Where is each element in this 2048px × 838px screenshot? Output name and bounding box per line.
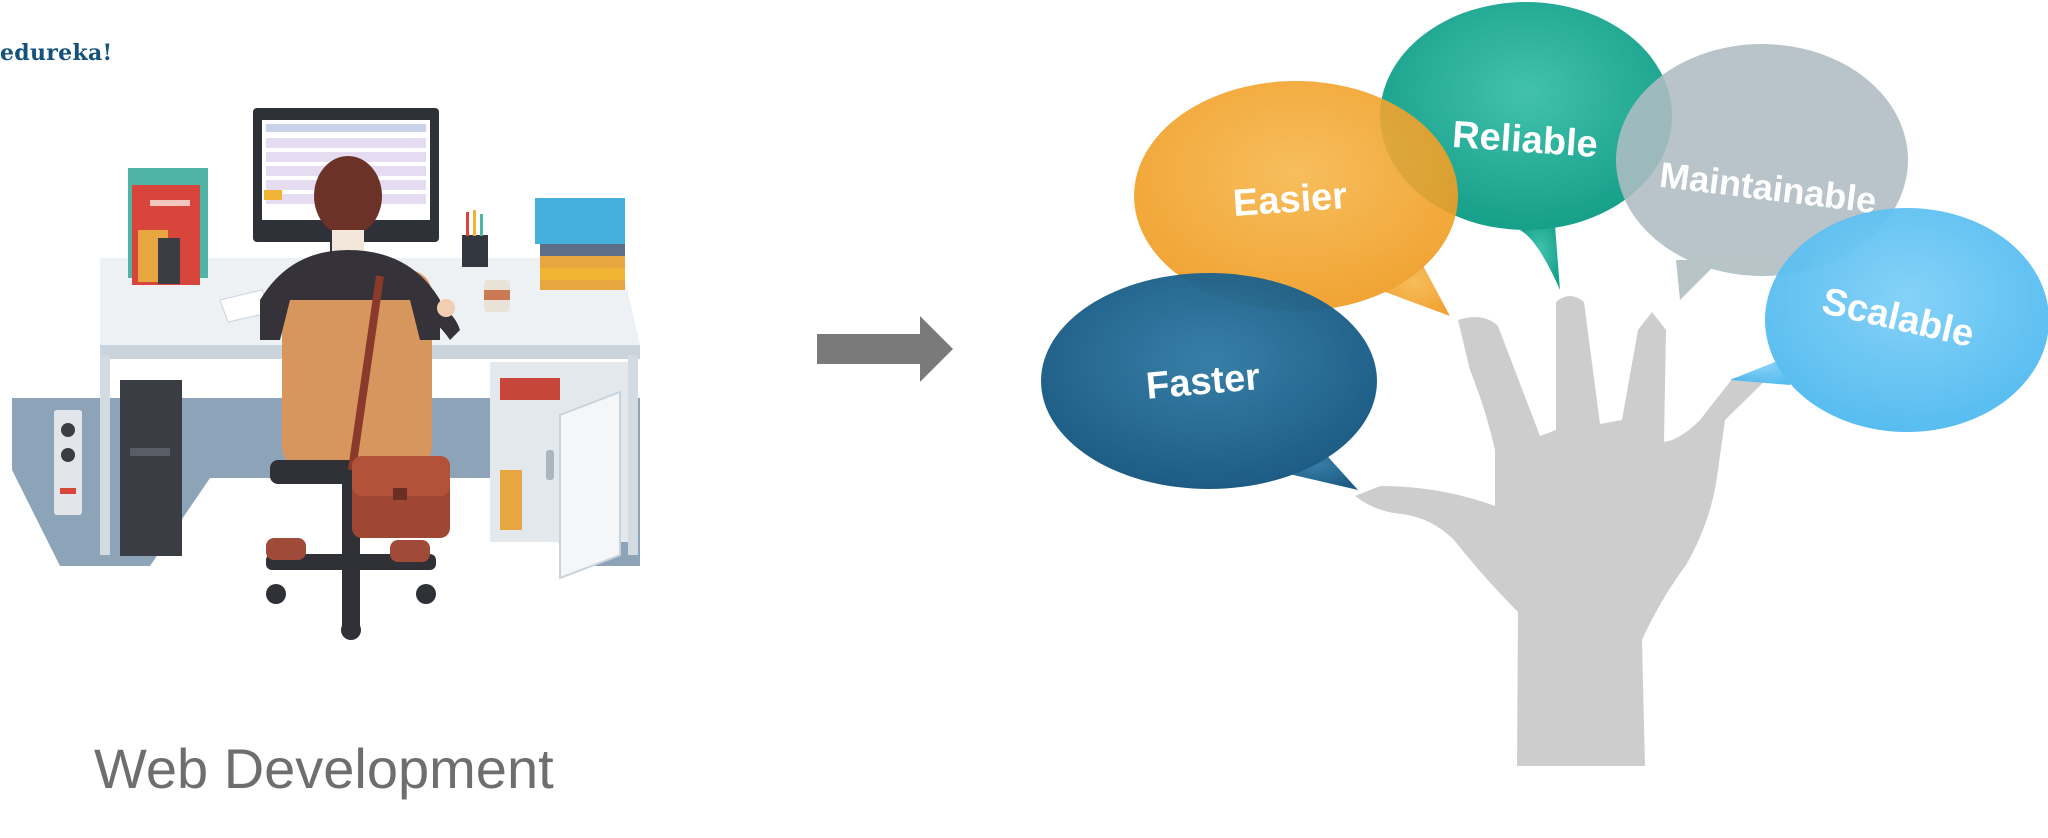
hand-shape (1355, 296, 1776, 766)
brand-logo: edureka! (0, 40, 113, 66)
bubble-label-faster: Faster (1144, 356, 1261, 408)
right-arrow-icon (817, 316, 953, 382)
shoe (266, 538, 306, 560)
cabinet-door (559, 390, 621, 580)
cabinet-folder (500, 470, 522, 530)
bubble-easier (1134, 81, 1458, 316)
bubble-faster (1041, 273, 1377, 490)
person-arm (420, 300, 460, 340)
bag-strap (348, 275, 384, 471)
desk-leg (100, 355, 110, 555)
developer-desk-illustration (12, 108, 640, 640)
caption-web-development: Web Development (94, 737, 554, 800)
tower-slot (130, 448, 170, 456)
cabinet-books (500, 378, 560, 400)
pencil-cup (462, 235, 488, 267)
computer-tower (120, 380, 182, 556)
bubble-scalable (1730, 208, 2048, 432)
shoe (390, 540, 430, 562)
person-head (314, 156, 382, 236)
bubble-maintainable (1616, 44, 1908, 300)
book-stack-right (535, 198, 625, 244)
desk-leg (628, 355, 638, 555)
bubble-label-reliable: Reliable (1451, 114, 1599, 166)
chair-back (282, 270, 432, 470)
bubble-label-easier: Easier (1232, 175, 1349, 225)
person-torso (260, 250, 440, 340)
cabinet-handle (546, 450, 554, 480)
